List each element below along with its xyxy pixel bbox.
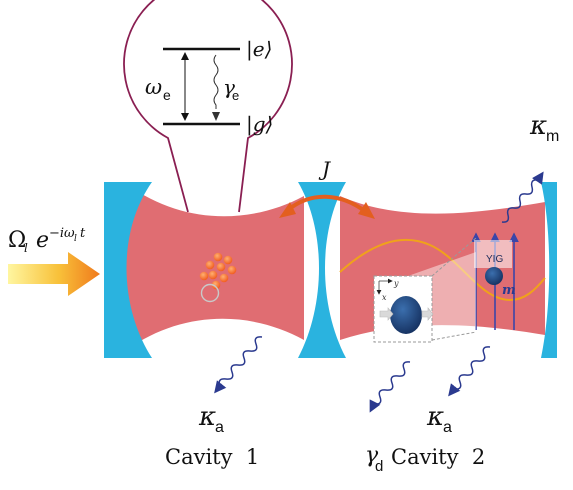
- svg-text:−iω: −iω: [49, 226, 75, 241]
- svg-text:t: t: [80, 226, 86, 241]
- inset-left-field-arrow: [379, 307, 394, 321]
- svg-text:κ: κ: [529, 111, 547, 141]
- yig-sphere: YIG m: [474, 240, 516, 298]
- coupling-label: J: [318, 157, 331, 181]
- cavity1-decay-label: κ a: [198, 402, 224, 436]
- yig-inset-sphere: [390, 296, 422, 334]
- inset-axis-x-label: x: [382, 293, 387, 302]
- drive-label: Ω l e −iω l t: [8, 226, 86, 255]
- ground-state-label: |g⟩: [246, 112, 273, 137]
- svg-text:l: l: [74, 234, 77, 244]
- excited-state-label: |e⟩: [246, 37, 272, 62]
- magnon-mode-label: m: [502, 283, 516, 298]
- cavity1-label: Cavity 1: [165, 445, 259, 469]
- mirror-right: [541, 182, 557, 358]
- svg-text:κ: κ: [198, 402, 216, 432]
- yig-inset: y x: [373, 237, 477, 345]
- cavity1-mode: [124, 182, 304, 352]
- drive-arrow: [8, 252, 100, 296]
- magnon-decay-arrow: [501, 171, 544, 223]
- svg-text:e: e: [36, 228, 49, 253]
- atom-ensemble: [199, 252, 237, 290]
- energy-levels: [163, 47, 240, 126]
- transition-frequency-sub: e: [163, 87, 171, 103]
- spontaneous-decay-wavy-arrow: [213, 54, 219, 109]
- selected-atom-ring: [200, 283, 220, 303]
- inset-right-field-arrow: [421, 307, 434, 321]
- cavity2-decay-label: κ a: [426, 402, 452, 436]
- svg-text:m: m: [546, 128, 559, 145]
- svg-text:γ: γ: [365, 443, 379, 468]
- decay-rate-sub: e: [232, 88, 239, 103]
- magnon-decay-label: κ m: [529, 111, 559, 145]
- yig-label: YIG: [486, 254, 503, 265]
- coupling-arrow: [286, 194, 368, 214]
- cavity2-decay-arrow: [448, 346, 491, 397]
- svg-text:d: d: [375, 458, 383, 475]
- svg-text:Ω: Ω: [8, 228, 26, 253]
- mirror-middle: [298, 182, 346, 358]
- cavity2-field-wave: [339, 238, 546, 302]
- decay-rate-label: γ: [223, 75, 235, 99]
- svg-text:l: l: [24, 241, 28, 255]
- svg-text:κ: κ: [426, 402, 444, 432]
- svg-text:a: a: [215, 419, 224, 436]
- svg-text:a: a: [443, 419, 452, 436]
- inset-axis-y-label: y: [393, 279, 399, 288]
- dephasing-decay-label: γ d: [365, 443, 383, 475]
- cavity1-decay-arrow: [214, 336, 263, 394]
- mirror-left: [104, 182, 152, 358]
- transition-frequency-label: ω: [145, 75, 162, 99]
- atom-level-bubble: [123, 0, 293, 213]
- dephasing-decay-arrow: [369, 361, 411, 413]
- cavity2-label: Cavity 2: [391, 445, 485, 469]
